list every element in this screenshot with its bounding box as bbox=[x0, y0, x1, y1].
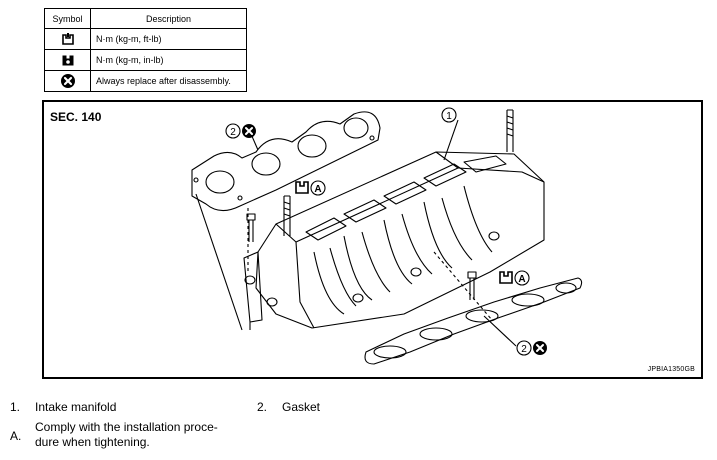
section-label: SEC. 140 bbox=[50, 110, 102, 124]
legend-description: N·m (kg-m, in-lb) bbox=[90, 49, 247, 71]
part-number: 1. bbox=[10, 400, 21, 414]
legend-description: Always replace after disassembly. bbox=[90, 70, 247, 92]
callout-part-1-label: 1 bbox=[446, 111, 452, 122]
figure-code: JPBIA1350GB bbox=[647, 366, 695, 373]
legend-description: N·m (kg-m, ft-lb) bbox=[90, 28, 247, 50]
diagram-frame: SEC. 140 bbox=[42, 100, 703, 379]
torque-wrench-filled-icon bbox=[62, 55, 73, 66]
torque-wrench-icon bbox=[499, 271, 513, 284]
torque-wrench-icon bbox=[295, 181, 309, 194]
legend-row: Always replace after disassembly. bbox=[44, 70, 247, 92]
callout-part-2-label: 2 bbox=[521, 344, 527, 355]
callout-torque-a-label: A bbox=[314, 184, 321, 195]
legend-header-description: Description bbox=[90, 8, 247, 29]
callout-part-2-upper: 2 bbox=[225, 123, 256, 139]
note-item: A. Comply with the installation proce- d… bbox=[10, 420, 250, 454]
legend-row: N·m (kg-m, in-lb) bbox=[44, 49, 247, 71]
replace-part-icon bbox=[242, 124, 256, 138]
symbol-legend-table: Symbol Description N·m (kg-m, ft-lb) N·m… bbox=[44, 8, 247, 92]
stud-bolts bbox=[246, 109, 514, 300]
callout-part-2-label: 2 bbox=[230, 127, 236, 138]
callout-torque-a-upper: A bbox=[295, 180, 326, 196]
replace-part-icon bbox=[533, 341, 547, 355]
gasket-lower bbox=[364, 277, 583, 365]
intake-manifold-drawing: 1 2 2 A bbox=[191, 107, 583, 365]
callout-part-2-lower: 2 bbox=[516, 340, 547, 356]
note-letter: A. bbox=[10, 429, 22, 443]
note-text-line-1: Comply with the installation proce- bbox=[35, 420, 218, 434]
gasket-upper bbox=[191, 111, 381, 212]
part-name: Intake manifold bbox=[35, 400, 117, 414]
callout-torque-a-label: A bbox=[518, 274, 525, 285]
intake-manifold-body bbox=[243, 151, 545, 329]
legend-row: N·m (kg-m, ft-lb) bbox=[44, 28, 247, 50]
part-number: 2. bbox=[257, 400, 268, 414]
note-text-line-2: dure when tightening. bbox=[35, 435, 150, 449]
torque-wrench-icon bbox=[61, 33, 74, 45]
callout-part-1: 1 bbox=[441, 107, 457, 123]
legend-header-row: Symbol Description bbox=[44, 8, 247, 29]
replace-part-icon bbox=[60, 74, 75, 88]
legend-header-symbol: Symbol bbox=[44, 8, 91, 29]
part-name: Gasket bbox=[282, 400, 321, 414]
callout-torque-a-lower: A bbox=[499, 270, 530, 286]
